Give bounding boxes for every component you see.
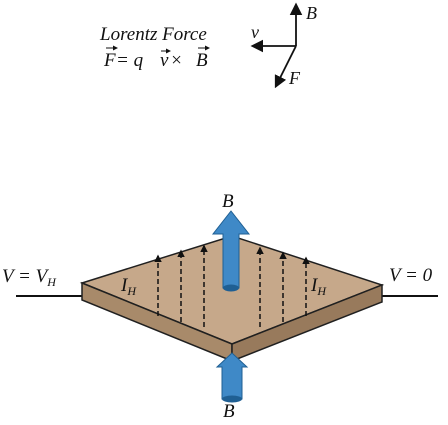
legend-title: Lorentz Force [99,24,207,45]
current-label-left-sub: H [126,284,137,298]
field-arrow-bottom-base [222,395,242,403]
formula: F = q v × B [103,45,210,71]
left-voltage-label: V = VH [2,266,57,289]
formula-v-symbol: v [160,50,169,71]
formula-times: × [170,50,183,71]
current-label-right: IH [310,275,327,298]
vector-triad: B v F [250,2,317,89]
magnetic-field-arrow-top [211,210,251,292]
b-vector-label: B [306,3,317,23]
current-label-right-sub: H [316,284,327,298]
left-voltage-main: V = V [2,266,50,287]
field-arrow-bottom-shape [215,352,249,400]
left-voltage-sub: H [46,275,57,289]
current-label-right-main: I [310,275,319,296]
current-label-left-main: I [120,275,129,296]
field-arrow-top-base [223,284,239,292]
current-label-left: IH [120,275,137,298]
field-label-top: B [222,191,234,212]
lorentz-force-legend: Lorentz Force F = q v × B [99,24,210,71]
field-label-bottom: B [223,401,235,422]
v-vector-label: v [251,22,259,42]
right-voltage-label: V = 0 [389,265,433,286]
formula-equals-q: = q [116,50,144,71]
formula-b-symbol: B [196,50,208,71]
f-vector-arrow [274,45,297,89]
current-arrows [154,244,310,327]
formula-f-symbol: F [103,50,116,71]
magnetic-field-arrow-bottom [215,352,249,403]
f-vector-label: F [288,68,301,88]
